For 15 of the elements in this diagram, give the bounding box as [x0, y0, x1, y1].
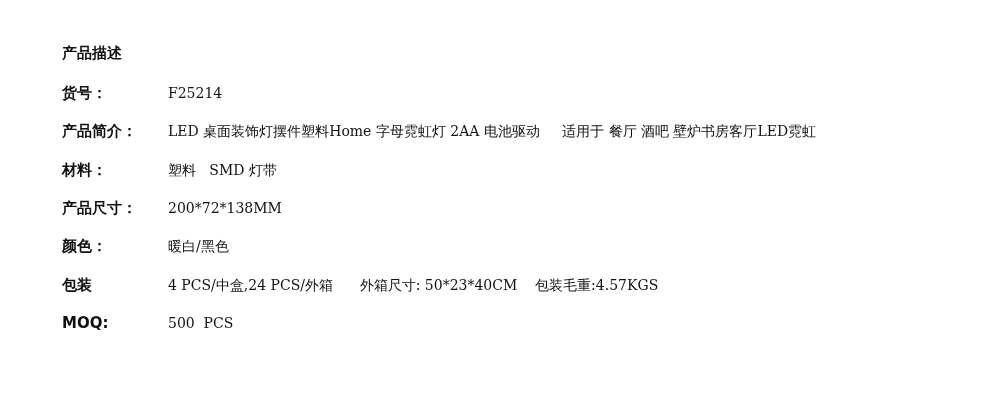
field-label: 包装: [62, 276, 92, 294]
field-value: LED 桌面装饰灯摆件塑料Home 字母霓虹灯 2AA 电池驱动 适用于 餐厅 酒吧 壁炉书房客厅LED霓虹: [168, 122, 817, 140]
field-label: 产品尺寸：: [62, 199, 137, 217]
field-value: 4 PCS/中盒,24 PCS/外箱 外箱尺寸: 50*23*40CM 包装毛重:4.57KGS: [168, 276, 659, 294]
field-value: 200*72*138MM: [168, 199, 282, 217]
field-label: MOQ:: [62, 314, 109, 332]
section-heading: 产品描述: [62, 44, 122, 62]
field-label: 产品简介：: [62, 122, 137, 140]
field-label: 货号：: [62, 84, 107, 102]
field-label: 材料：: [62, 161, 107, 179]
field-value: 暖白/黑色: [168, 237, 229, 255]
field-value: 500 PCS: [168, 314, 234, 332]
field-label: 颜色：: [62, 237, 107, 255]
field-value: 塑料 SMD 灯带: [168, 161, 277, 179]
field-value: F25214: [168, 84, 223, 102]
